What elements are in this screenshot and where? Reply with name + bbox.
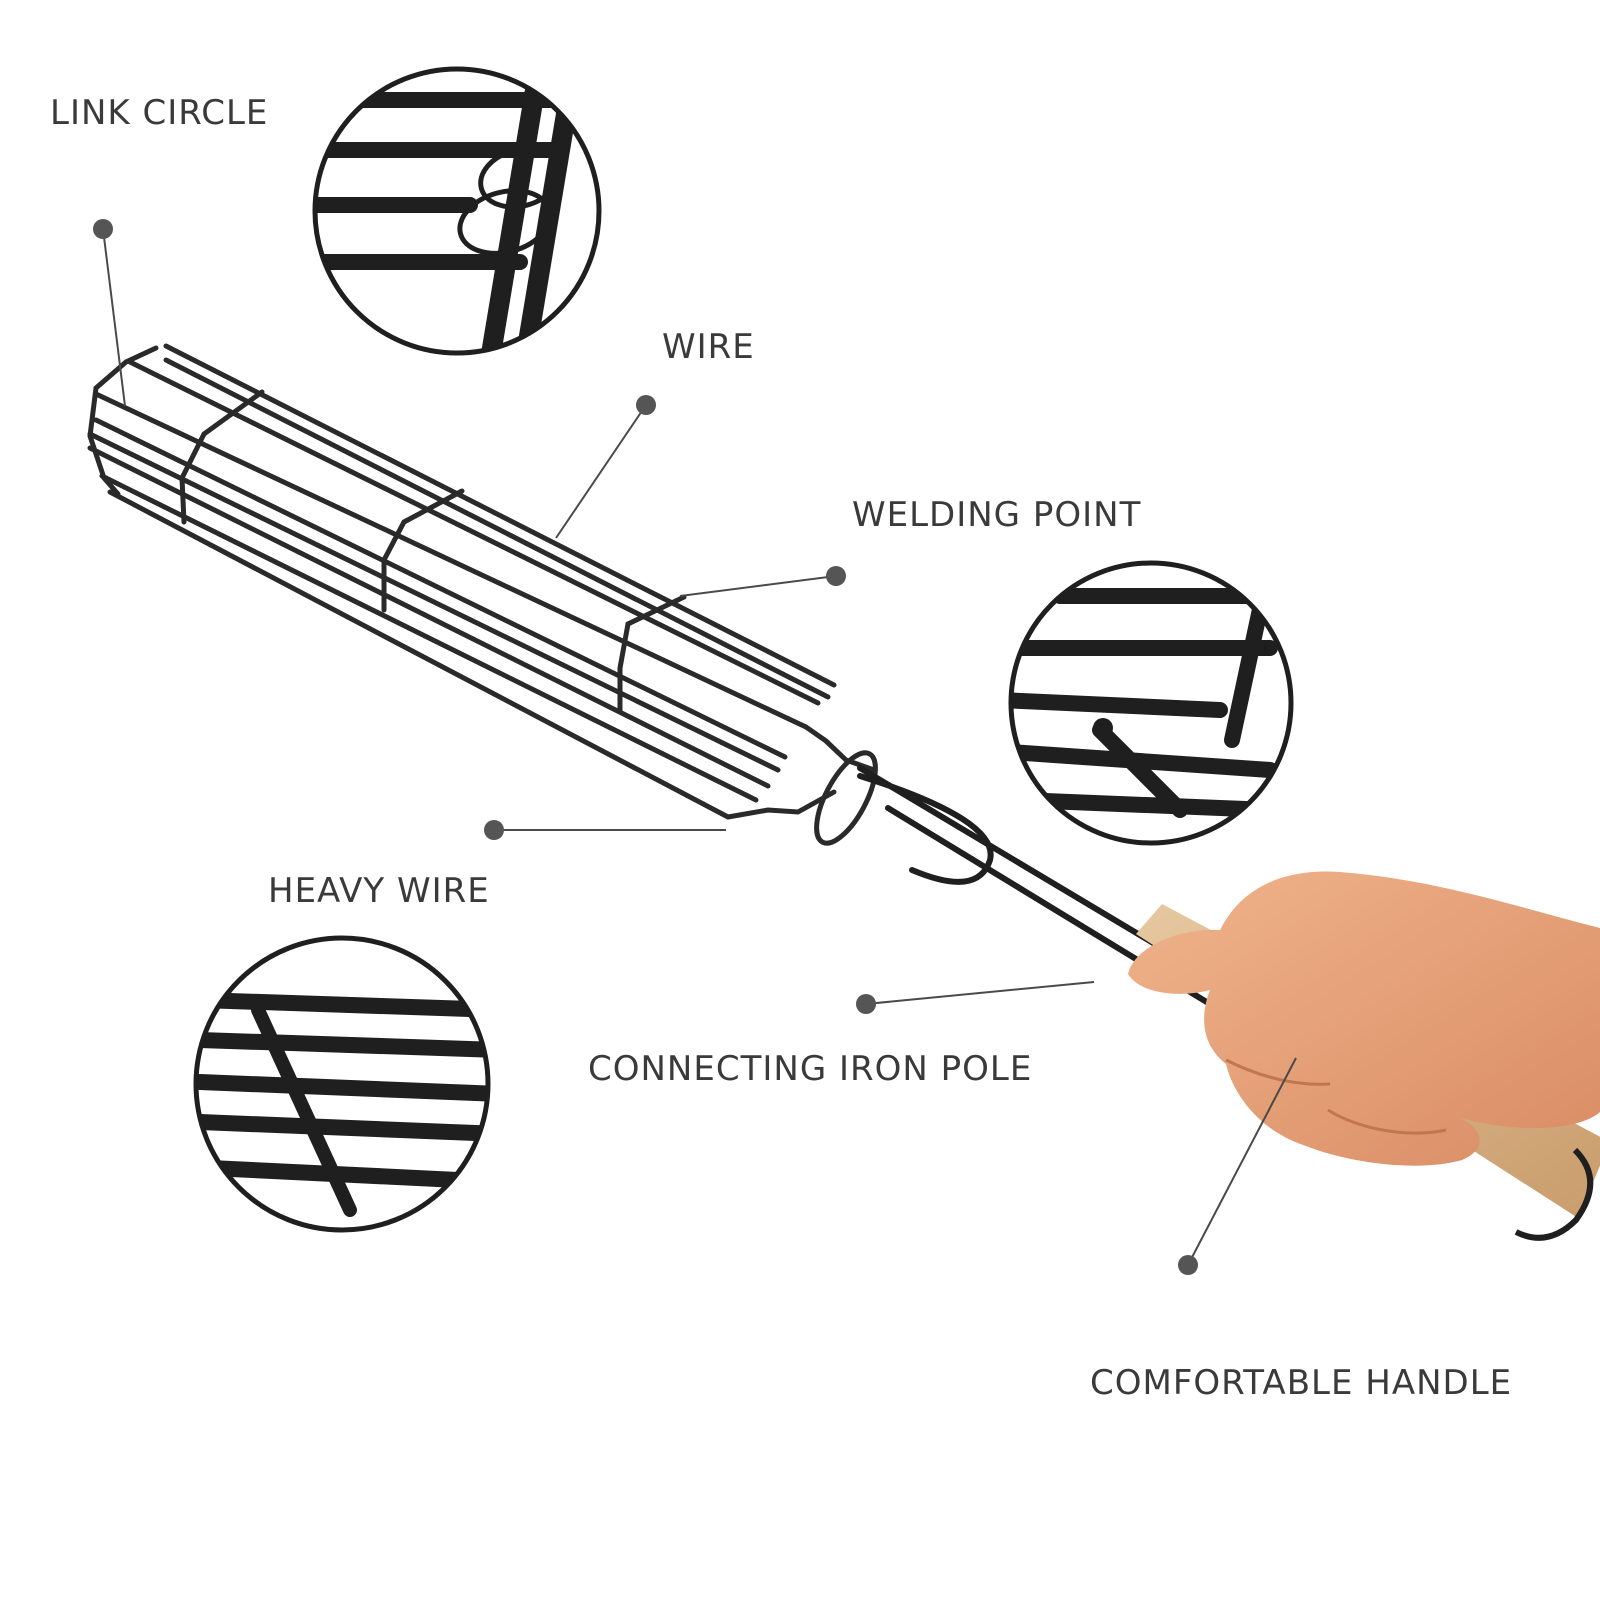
label-link-circle: LINK CIRCLE [50,93,269,133]
grill-basket [87,343,878,846]
hand [1128,871,1600,1166]
callout-dot-icon [1178,1255,1198,1275]
callout-lines [102,228,1297,1266]
callout-dot-icon [856,994,876,1014]
label-heavy-wire: HEAVY WIRE [268,871,490,911]
zoom-lens-welding-point [1008,560,1294,846]
zoom-lens-link-circle [312,66,602,356]
callout-dot-icon [636,395,656,415]
label-connecting-iron-pole: CONNECTING IRON POLE [588,1049,1033,1089]
zoom-lens-heavy-wire [193,935,491,1233]
label-welding-point: WELDING POINT [852,495,1142,535]
callout-dot-icon [93,219,113,239]
callout-dots [93,219,1198,1275]
label-comfortable-handle: COMFORTABLE HANDLE [1090,1363,1513,1403]
callout-dot-icon [484,820,504,840]
label-wire: WIRE [662,327,755,367]
callout-dot-icon [826,566,846,586]
